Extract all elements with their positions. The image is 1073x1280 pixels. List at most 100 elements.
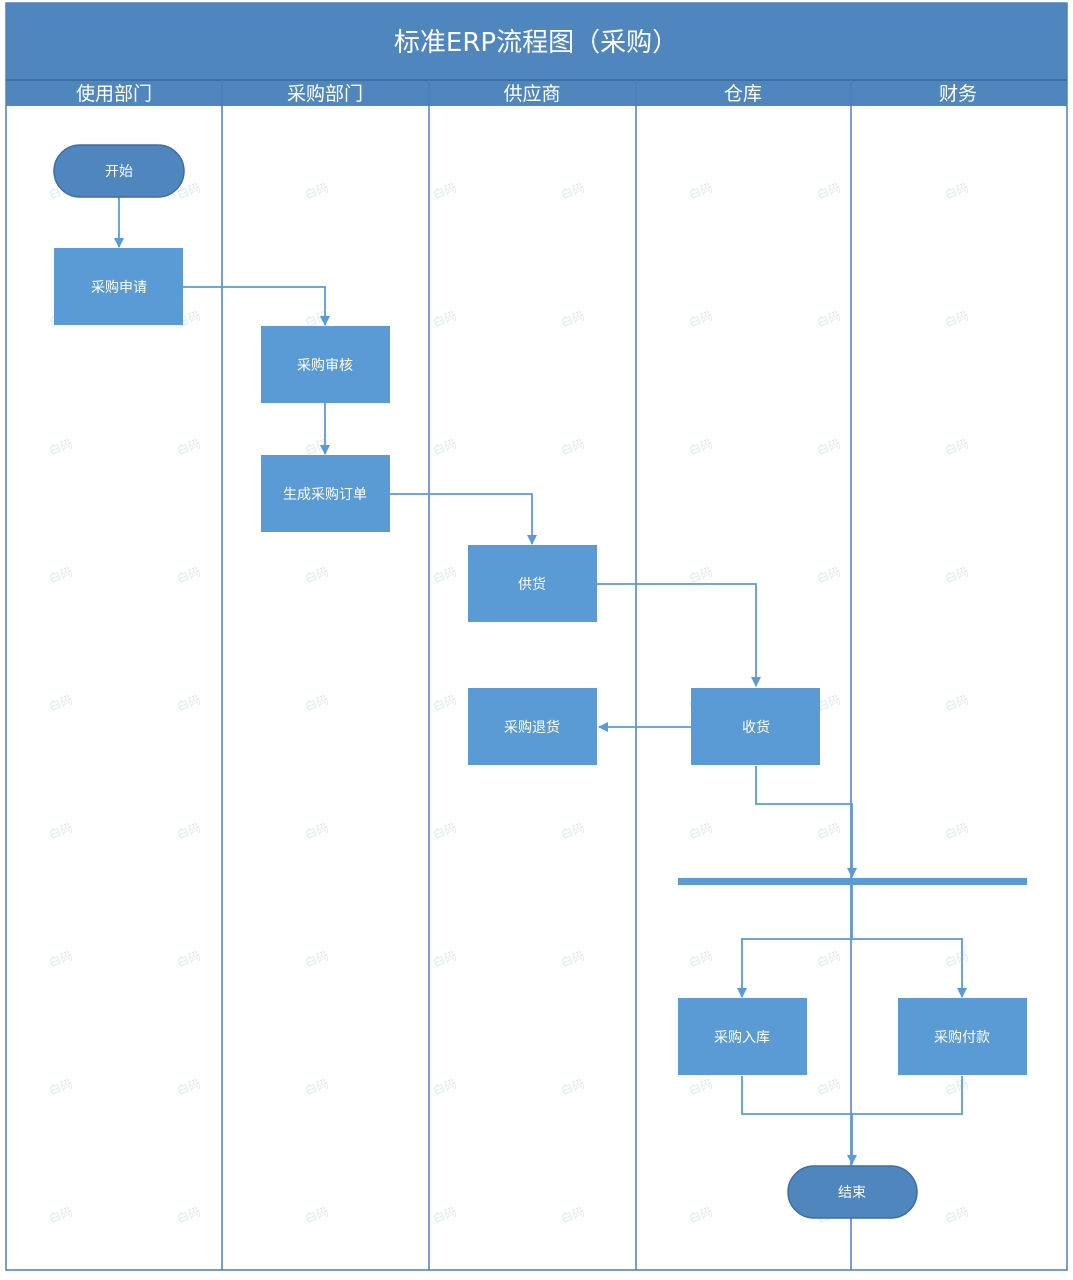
- node-payment: 采购付款: [898, 998, 1027, 1075]
- watermark-text: 白码: [303, 820, 331, 842]
- connector-fork-to-payment: [852, 938, 967, 998]
- connector-order-to-supply: [390, 493, 537, 545]
- watermark-text: 白码: [175, 1204, 203, 1226]
- watermark-text: 白码: [687, 820, 715, 842]
- process-box: [468, 688, 597, 765]
- receive-label: 收货: [742, 719, 770, 736]
- lane-label-user-dept: 使用部门: [76, 83, 152, 105]
- connector-fork-to-stock-in: [737, 938, 852, 998]
- title-bar: [6, 3, 1067, 80]
- purchase-return-label: 采购退货: [504, 719, 560, 736]
- watermark-text: 白码: [943, 564, 971, 586]
- node-purchase-review: 采购审核: [261, 326, 390, 403]
- watermark-text: 白码: [559, 308, 587, 330]
- watermark-text: 白码: [47, 1204, 75, 1226]
- watermark-text: 白码: [943, 1204, 971, 1226]
- watermark-text: 白码: [431, 948, 459, 970]
- node-start: 开始: [53, 144, 185, 198]
- lane-label-finance: 财务: [939, 83, 977, 105]
- connectors: [114, 197, 967, 1165]
- watermark-text: 白码: [559, 180, 587, 202]
- watermark-text: 白码: [431, 564, 459, 586]
- watermark-text: 白码: [431, 180, 459, 202]
- process-box: [691, 688, 820, 765]
- generate-order-label: 生成采购订单: [283, 487, 367, 503]
- node-purchase-request: 采购申请: [54, 248, 183, 325]
- watermark-text: 白码: [559, 948, 587, 970]
- node-stock-in: 采购入库: [678, 998, 807, 1075]
- watermark-text: 白码: [431, 308, 459, 330]
- watermark-text: 白码: [47, 692, 75, 714]
- watermark-text: 白码: [943, 820, 971, 842]
- start-terminator: [53, 144, 185, 198]
- watermark-text: 白码: [303, 692, 331, 714]
- watermark-text: 白码: [303, 1076, 331, 1098]
- watermark-text: 白码: [943, 948, 971, 970]
- watermark-text: 白码: [687, 564, 715, 586]
- watermark-text: 白码: [687, 436, 715, 458]
- watermark-text: 白码: [815, 308, 843, 330]
- watermark-text: 白码: [943, 180, 971, 202]
- supply-label: 供货: [518, 576, 546, 593]
- watermark-text: 白码: [815, 436, 843, 458]
- watermark-text: 白码: [559, 1076, 587, 1098]
- watermark-text: 白码: [303, 1204, 331, 1226]
- node-purchase-return: 采购退货: [468, 688, 597, 765]
- watermark-text: 白码: [47, 820, 75, 842]
- start-label: 开始: [105, 164, 133, 180]
- connector-supply-to-receive: [597, 583, 761, 687]
- watermark-text: 白码: [175, 1076, 203, 1098]
- node-supply: 供货: [468, 545, 597, 622]
- lane-label-purchasing-dept: 采购部门: [287, 83, 363, 105]
- watermark-text: 白码: [431, 820, 459, 842]
- connector-stock-in-to-join: [741, 1076, 852, 1115]
- watermark-text: 白码: [175, 436, 203, 458]
- watermark-text: 白码: [687, 308, 715, 330]
- watermark-text: 白码: [303, 436, 331, 458]
- end-terminator: [787, 1165, 918, 1219]
- watermark-text: 白码: [47, 948, 75, 970]
- lane-dividers: [221, 80, 852, 1270]
- watermark-text: 白码: [943, 692, 971, 714]
- watermark-text: 白码: [815, 1076, 843, 1098]
- watermark-text: 白码: [303, 564, 331, 586]
- watermark-text: 白码: [431, 1204, 459, 1226]
- watermark-text: 白码: [431, 692, 459, 714]
- watermark-text: 白码: [559, 820, 587, 842]
- watermark-text: 白码: [303, 180, 331, 202]
- watermark-text: 白码: [559, 1204, 587, 1226]
- watermark-text: 白码: [815, 820, 843, 842]
- watermark-text: 白码: [47, 1076, 75, 1098]
- watermark-text: 白码: [47, 436, 75, 458]
- lane-label-warehouse: 仓库: [724, 83, 762, 105]
- payment-label: 采购付款: [934, 1030, 990, 1046]
- node-receive: 收货: [691, 688, 820, 765]
- sync-bar: [678, 878, 1027, 885]
- watermark-text: 白码: [687, 948, 715, 970]
- process-box: [678, 998, 807, 1075]
- watermark-text: 白码: [431, 1076, 459, 1098]
- end-label: 结束: [838, 1185, 866, 1201]
- lane-label-supplier: 供应商: [503, 83, 560, 105]
- watermark-text: 白码: [815, 948, 843, 970]
- lane-header-bar: [6, 80, 1067, 106]
- watermark-text: 白码: [943, 436, 971, 458]
- purchase-request-label: 采购申请: [91, 280, 147, 296]
- process-box: [468, 545, 597, 622]
- process-box: [54, 248, 183, 325]
- node-end: 结束: [787, 1165, 918, 1219]
- watermark-text: 白码: [431, 436, 459, 458]
- process-box: [898, 998, 1027, 1075]
- watermark-text: 白码: [175, 948, 203, 970]
- watermark-text: 白码: [815, 564, 843, 586]
- watermark-text: 白码: [47, 564, 75, 586]
- watermark-text: 白码: [687, 1204, 715, 1226]
- connector-request-to-review: [183, 286, 330, 326]
- watermark-text: 白码: [687, 180, 715, 202]
- watermark-text: 白码: [687, 1076, 715, 1098]
- connector-payment-to-join: [852, 1076, 963, 1115]
- node-generate-order: 生成采购订单: [261, 455, 390, 532]
- watermark-text: 白码: [175, 820, 203, 842]
- watermark-text: 白码: [559, 436, 587, 458]
